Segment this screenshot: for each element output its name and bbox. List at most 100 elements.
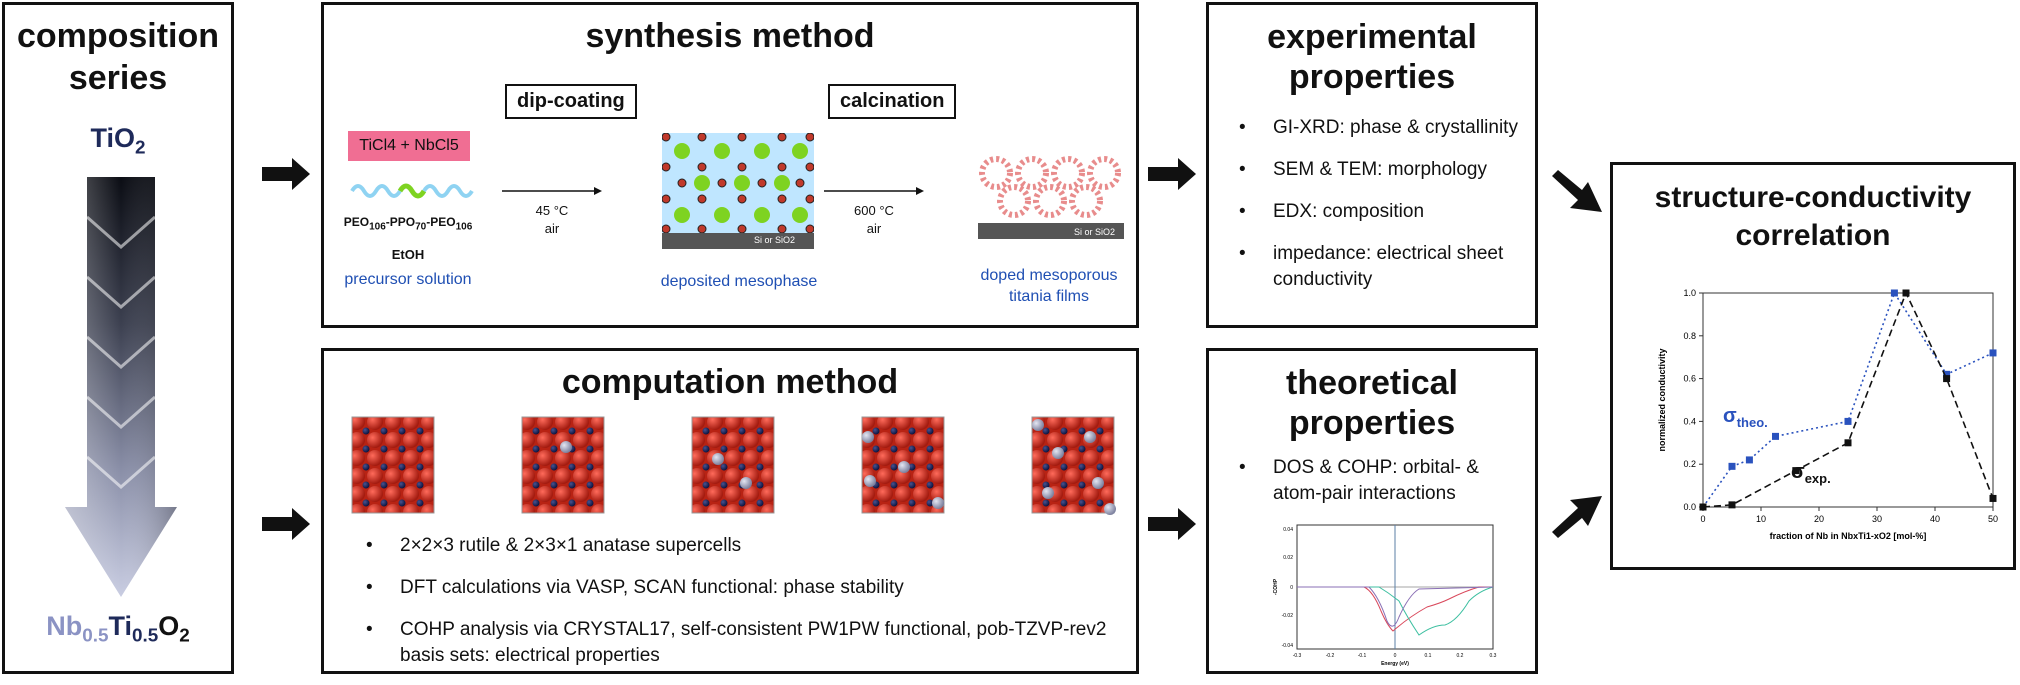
cohp-curve-teal [1297, 586, 1494, 636]
dip-coating-tag: dip-coating [505, 84, 637, 119]
experimental-title: experimental properties [1267, 18, 1477, 96]
cohp-curve-red [1297, 586, 1493, 632]
polymer-formula: PEO106-PPO70-PEO106 [343, 215, 473, 233]
series-1-point [1989, 494, 1997, 502]
computation-method-panel: computation method 2×2×3 rutile & 2×3×1 … [321, 348, 1139, 674]
series-0-point [1728, 462, 1736, 470]
computation-bullet: DFT calculations via VASP, SCAN function… [360, 575, 1110, 601]
condition-2-atm: air [866, 221, 882, 236]
bottom-formula: Nb0.5Ti0.5O2 [46, 611, 190, 647]
conductivity-chart: 0.0 0.2 0.4 0.6 0.8 1.0 0 10 20 30 40 50 fraction of… [1657, 288, 1998, 541]
series-line-0 [1702, 291, 1994, 508]
arrow-to-experimental [1148, 158, 1196, 190]
x-tick-label: 20 [1814, 514, 1824, 524]
precursor-solution-label: precursor solution [344, 271, 472, 288]
mesophase-illustration [662, 133, 814, 249]
y-tick-label: 0.8 [1683, 331, 1696, 341]
composition-series-panel: composition series TiO2 [2, 2, 234, 674]
precursor-formula-badge: TiCl4 + NbCl5 [348, 131, 470, 161]
synthesis-title: synthesis method [585, 17, 875, 55]
block-copolymer-icon [350, 183, 474, 199]
composition-gradient-arrow [65, 177, 177, 597]
y-tick-label: 0.2 [1683, 459, 1696, 469]
cohp-ytick: 0.04 [1283, 527, 1293, 533]
film-substrate-label: Si or SiO2 [1074, 227, 1116, 237]
condition-1-temp: 45 °C [535, 203, 569, 218]
computation-bullet: 2×2×3 rutile & 2×3×1 anatase supercells [360, 533, 1110, 559]
mesophase-substrate-label: Si or SiO2 [754, 235, 796, 245]
solvent-label: EtOH [391, 247, 425, 262]
experimental-bullet: EDX: composition [1233, 199, 1523, 225]
sigma-exp-label: σexp. [1791, 461, 1831, 486]
series-1-point [1728, 501, 1736, 509]
sigma-theo-label: σtheo. [1723, 405, 1768, 430]
y-tick-label: 1.0 [1683, 288, 1696, 298]
series-1-point [1792, 467, 1800, 475]
chart-frame [1702, 292, 1994, 508]
y-tick-label: 0.0 [1683, 502, 1696, 512]
series-0-point [1890, 289, 1898, 297]
series-1-point [1844, 439, 1852, 447]
arrow-to-synthesis [262, 158, 310, 190]
experimental-properties-panel: experimental properties GI-XRD: phase & … [1206, 2, 1538, 328]
y-axis-label: normalized conductivity [1657, 348, 1667, 451]
theoretical-properties-panel: theoretical properties DOS & COHP: orbit… [1206, 348, 1538, 674]
cohp-ytick: 0 [1290, 585, 1293, 591]
process-arrow-2 [824, 187, 924, 195]
experimental-bullet: SEM & TEM: morphology [1233, 157, 1523, 183]
experimental-bullet: impedance: electrical sheet conductivity [1233, 241, 1523, 293]
cohp-xtick: 0.3 [1490, 653, 1497, 659]
condition-1-atm: air [544, 221, 560, 236]
porous-film-illustration [978, 156, 1124, 239]
films-label-1: doped mesoporous [980, 267, 1118, 284]
x-tick-label: 10 [1756, 514, 1766, 524]
films-label-2: titania films [1008, 288, 1090, 305]
theoretical-bullet-list: DOS & COHP: orbital- & atom-pair interac… [1233, 455, 1523, 523]
cohp-xtick: 0.1 [1425, 653, 1432, 659]
calcination-tag: calcination [828, 84, 957, 119]
series-0-point [1745, 456, 1753, 464]
theoretical-title: theoretical properties [1286, 364, 1458, 442]
computation-title: computation method [561, 363, 899, 401]
series-1-point [1902, 289, 1910, 297]
theoretical-bullet: DOS & COHP: orbital- & atom-pair interac… [1233, 455, 1523, 507]
cohp-xlabel: Energy (eV) [1381, 661, 1409, 667]
x-tick-label: 40 [1930, 514, 1940, 524]
x-axis-label: fraction of Nb in NbxTi1-xO2 [mol-%] [1770, 531, 1927, 541]
cohp-xtick: -0.1 [1358, 653, 1367, 659]
arrow-exp-to-correlation [1552, 170, 1602, 212]
condition-2-temp: 600 °C [854, 203, 894, 218]
cohp-xtick: -0.2 [1326, 653, 1335, 659]
arrow-to-theoretical [1148, 508, 1196, 540]
cohp-ylabel: -COHP [1273, 578, 1279, 595]
deposited-mesophase-label: deposited mesophase [660, 273, 818, 290]
x-tick-label: 30 [1872, 514, 1882, 524]
series-0-point [1772, 432, 1779, 440]
series-0-point [1844, 417, 1852, 425]
cohp-xtick: 0 [1394, 653, 1397, 659]
series-0-point [1989, 349, 1997, 357]
supercell-structures [351, 416, 1116, 515]
series-1-point [1943, 375, 1951, 383]
experimental-bullet: GI-XRD: phase & crystallinity [1233, 115, 1523, 141]
cohp-ytick: -0.02 [1282, 613, 1294, 619]
correlation-title: structure-conductivity correlation [1654, 181, 1972, 252]
y-tick-label: 0.6 [1683, 374, 1696, 384]
arrow-to-computation [262, 508, 310, 540]
composition-title: composition series [16, 17, 220, 97]
process-arrow-1 [502, 187, 602, 195]
cohp-ytick: -0.04 [1282, 643, 1294, 649]
x-tick-label: 0 [1700, 514, 1705, 524]
computation-bullet-list: 2×2×3 rutile & 2×3×1 anatase supercells … [360, 533, 1110, 685]
computation-bullet: COHP analysis via CRYSTAL17, self-consis… [360, 617, 1110, 669]
y-tick-label: 0.4 [1683, 416, 1696, 426]
x-tick-label: 50 [1988, 514, 1998, 524]
cohp-xtick: 0.2 [1457, 653, 1464, 659]
experimental-bullet-list: GI-XRD: phase & crystallinity SEM & TEM:… [1233, 115, 1523, 309]
synthesis-method-panel: synthesis method dip-coating calcination… [321, 2, 1139, 328]
cohp-plot: 0.04 0.02 0 -0.02 -0.04 -0.3 -0.2 -0.1 0… [1273, 524, 1497, 667]
cohp-curve-purple [1297, 586, 1494, 627]
arrow-theo-to-correlation [1552, 496, 1602, 538]
series-1-point [1699, 503, 1707, 511]
